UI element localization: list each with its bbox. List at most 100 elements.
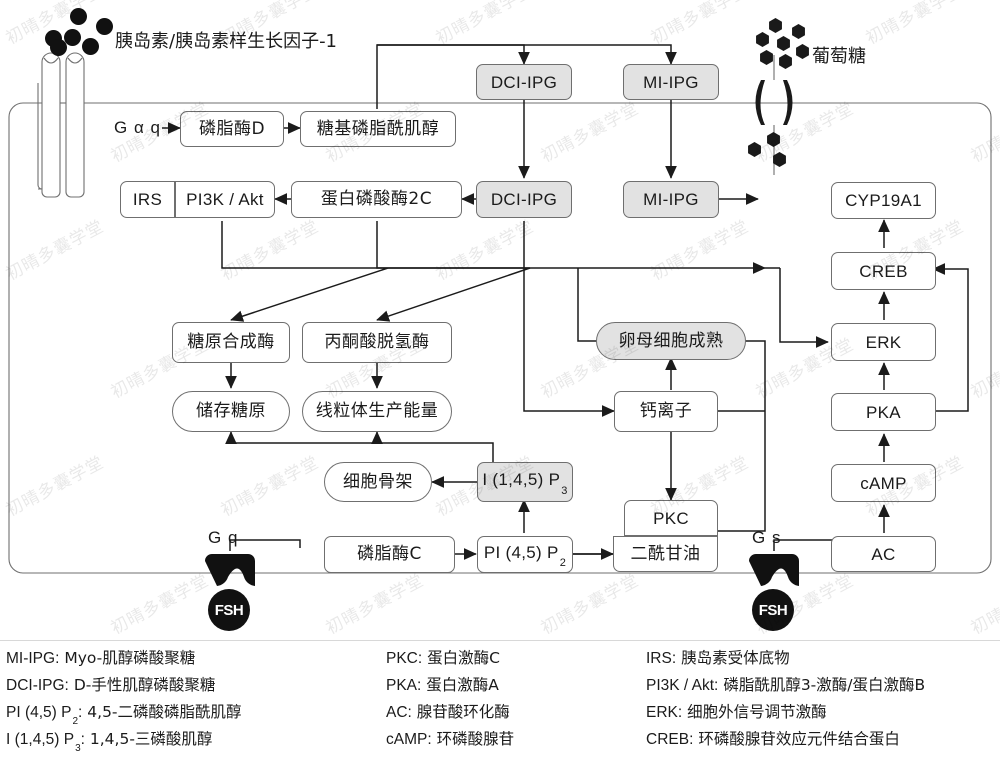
glucose-molecule	[756, 32, 769, 47]
legend-text: 细胞外信号调节激酶	[687, 703, 827, 721]
node-label: DCI-IPG	[490, 72, 558, 92]
legend-row: cAMP: 环磷酸腺苷	[386, 726, 646, 753]
node-label: CYP19A1	[845, 191, 922, 210]
glucose-label: 葡萄糖	[812, 46, 866, 67]
glucose-molecule	[773, 152, 786, 167]
legend-colon: :	[80, 731, 85, 748]
legend-column-1: MI-IPG: Myo-肌醇磷酸聚糖 DCI-IPG: D-手性肌醇磷酸聚糖 P…	[6, 645, 386, 755]
node-glycogen-synthase[interactable]: 糖原合成酶	[172, 322, 290, 363]
legend-text: 环磷酸腺苷效应元件结合蛋白	[698, 730, 900, 748]
legend-abbr: I (1,4,5) P	[6, 731, 75, 748]
node-ip3[interactable]: I (1,4,5) P3	[477, 462, 573, 502]
node-mitochondria-energy[interactable]: 线粒体生产能量	[302, 391, 452, 432]
legend-text: 环磷酸腺苷	[436, 730, 515, 748]
legend-abbr: DCI-IPG:	[6, 677, 69, 694]
legend-text: 磷脂酰肌醇3-激酶/蛋白激酶B	[723, 676, 926, 694]
g-q-label: G q	[208, 528, 239, 547]
node-phospholipase-c[interactable]: 磷脂酶C	[324, 536, 455, 573]
node-cytoskeleton[interactable]: 细胞骨架	[324, 462, 432, 502]
fsh-ligand-left[interactable]: FSH	[208, 589, 250, 631]
node-label: cAMP	[860, 473, 907, 493]
legend-text: 4,5-二磷酸磷脂酰肌醇	[87, 703, 242, 721]
node-diacylglycerol[interactable]: 二酰甘油	[613, 536, 718, 572]
node-label: ERK	[865, 332, 902, 352]
legend-abbr: AC:	[386, 704, 412, 721]
node-pip2[interactable]: PI (4,5) P2	[477, 536, 573, 573]
node-mi-ipg-intracellular[interactable]: MI-IPG	[623, 181, 719, 218]
glucose-molecule	[769, 18, 782, 33]
node-label: DCI-IPG	[490, 190, 558, 209]
node-label: 二酰甘油	[630, 543, 701, 564]
legend-subscript: 3	[75, 743, 81, 755]
node-ac[interactable]: AC	[831, 536, 936, 572]
legend-abbr: MI-IPG:	[6, 650, 60, 667]
node-camp[interactable]: cAMP	[831, 464, 936, 502]
node-label: MI-IPG	[643, 190, 699, 209]
node-gpi[interactable]: 糖基磷脂酰肌醇	[300, 111, 456, 147]
legend-abbr: PKA:	[386, 677, 422, 694]
glucose-molecule	[779, 54, 792, 69]
fsh-label: FSH	[758, 601, 788, 619]
legend-row: PI (4,5) P2: 4,5-二磷酸磷脂酰肌醇	[6, 699, 386, 728]
glucose-molecule	[796, 44, 809, 59]
node-phospholipase-d[interactable]: 磷脂酶D	[180, 111, 284, 147]
node-creb[interactable]: CREB	[831, 252, 936, 290]
legend-row: MI-IPG: Myo-肌醇磷酸聚糖	[6, 645, 386, 672]
legend-abbr: PI (4,5) P	[6, 704, 72, 721]
node-dci-ipg-intracellular[interactable]: DCI-IPG	[476, 181, 572, 218]
node-label: AC	[871, 544, 896, 564]
node-cyp19a1[interactable]: CYP19A1	[831, 182, 936, 219]
node-protein-phosphatase-2c[interactable]: 蛋白磷酸酶2C	[291, 181, 462, 218]
fsh-label: FSH	[214, 601, 244, 619]
node-label: 糖基磷脂酰肌醇	[316, 118, 440, 139]
g-s-label: G s	[752, 528, 782, 547]
subscript: 2	[559, 557, 567, 570]
insulin-molecule-dot	[96, 18, 113, 35]
legend-abbr: CREB:	[646, 731, 694, 748]
glucose-molecule	[767, 132, 780, 147]
node-pyruvate-dehydrogenase[interactable]: 丙酮酸脱氢酶	[302, 322, 452, 363]
legend-text: 蛋白激酶A	[426, 676, 499, 694]
glucose-molecule	[748, 142, 761, 157]
legend-text: 1,4,5-三磷酸肌醇	[89, 730, 213, 748]
node-erk[interactable]: ERK	[831, 323, 936, 361]
node-label: PI (4,5) P2	[483, 542, 567, 570]
node-stored-glycogen[interactable]: 储存糖原	[172, 391, 290, 432]
legend-column-3: IRS: 胰岛素受体底物 PI3K / Akt: 磷脂酰肌醇3-激酶/蛋白激酶B…	[646, 645, 1000, 753]
insulin-molecule-dot	[82, 38, 99, 55]
legend-subscript: 2	[72, 716, 79, 728]
node-label: PI3K / Akt	[186, 190, 264, 209]
node-mi-ipg-extracellular[interactable]: MI-IPG	[623, 64, 719, 100]
node-irs[interactable]: IRS	[120, 181, 175, 218]
legend-row: DCI-IPG: D-手性肌醇磷酸聚糖	[6, 672, 386, 699]
legend-row: IRS: 胰岛素受体底物	[646, 645, 1000, 672]
node-dci-ipg-extracellular[interactable]: DCI-IPG	[476, 64, 572, 100]
legend-row: PKC: 蛋白激酶C	[386, 645, 646, 672]
node-oocyte-maturation[interactable]: 卵母细胞成熟	[596, 322, 746, 360]
node-pi3k-akt[interactable]: PI3K / Akt	[175, 181, 275, 218]
node-calcium-ion[interactable]: 钙离子	[614, 391, 718, 432]
node-label: 储存糖原	[196, 401, 266, 421]
node-label: 蛋白磷酸酶2C	[320, 189, 433, 209]
legend-abbr: PKC:	[386, 650, 423, 667]
legend-text: 蛋白激酶C	[427, 649, 500, 667]
node-label: PKC	[653, 508, 689, 528]
node-label: 磷脂酶C	[357, 544, 422, 564]
node-label: 卵母细胞成熟	[618, 330, 724, 351]
legend-row: I (1,4,5) P3: 1,4,5-三磷酸肌醇	[6, 726, 386, 755]
node-label: MI-IPG	[643, 72, 699, 92]
node-label: CREB	[859, 261, 908, 281]
node-label: 糖原合成酶	[187, 332, 275, 352]
legend-abbr: IRS:	[646, 650, 677, 667]
fsh-ligand-right[interactable]: FSH	[752, 589, 794, 631]
node-pka[interactable]: PKA	[831, 393, 936, 431]
legend: MI-IPG: Myo-肌醇磷酸聚糖 DCI-IPG: D-手性肌醇磷酸聚糖 P…	[0, 640, 1000, 758]
node-pkc[interactable]: PKC	[624, 500, 718, 536]
node-label: 线粒体生产能量	[315, 401, 439, 421]
insulin-molecule-dot	[50, 39, 67, 56]
legend-row: ERK: 细胞外信号调节激酶	[646, 699, 1000, 726]
legend-text: Myo-肌醇磷酸聚糖	[64, 649, 196, 667]
insulin-molecule-dot	[64, 29, 81, 46]
